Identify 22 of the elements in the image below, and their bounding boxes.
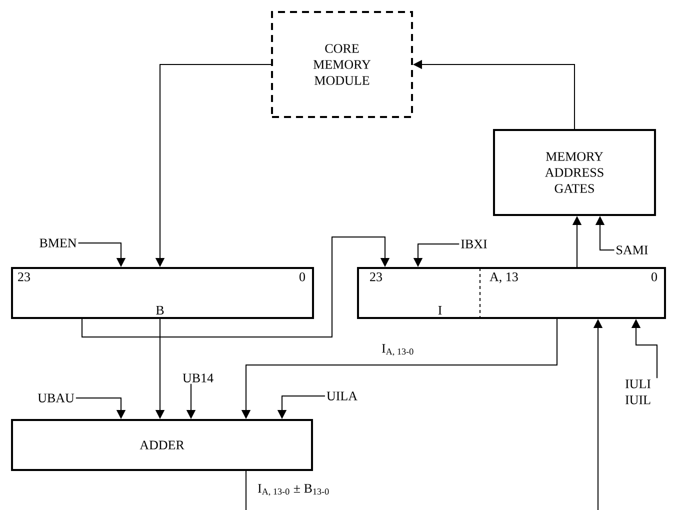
register-box [11,267,314,319]
bit-number: 23 [370,272,382,282]
signal-label: UILA [326,392,358,400]
adder-box: ADDER [11,419,313,471]
signal-label: IBXI [461,240,487,248]
bit-number: 23 [18,272,30,282]
bit-number: A, 13 [490,272,518,284]
core-memory-box: CORE MEMORY MODULE [271,11,413,118]
signal-label: UBAU [38,394,74,402]
signal-label: UB14 [182,374,214,382]
edge-label: I$_{A, 13-0}$ ± B$_{13-0}$ [258,484,329,496]
arrow [82,236,390,338]
bit-number: 0 [300,272,306,282]
bit-number: 0 [652,272,657,282]
edge-label: I$_{A, 13-0}$ [382,344,414,356]
register-label: B [156,306,164,314]
register-box [357,267,666,319]
signal-label: SAMI [616,246,648,254]
signal-label: BMEN [40,238,76,248]
register-label: I [438,306,442,314]
signal-label: IULI IUIL [625,380,651,404]
gates-box: MEMORY ADDRESS GATES [493,129,656,216]
